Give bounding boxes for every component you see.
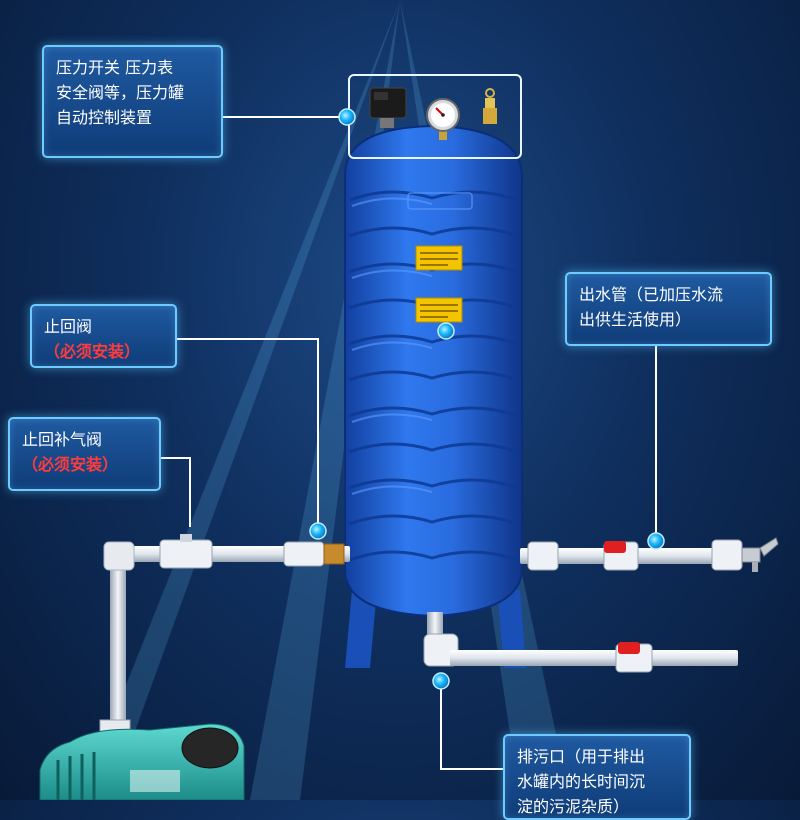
callout-outlet-line-1: 出水管（已加压水流 bbox=[579, 285, 724, 304]
tank-warning-labels bbox=[415, 245, 463, 323]
callout-control-line-2: 安全阀等，压力罐 bbox=[56, 83, 185, 102]
callout-drain-outlet: 排污口（用于排出 水罐内的长时间沉 淀的污泥杂质） bbox=[503, 734, 691, 820]
callout-drain-line-1: 排污口（用于排出 bbox=[517, 747, 646, 766]
check-air-valve bbox=[159, 534, 213, 569]
pressure-tank bbox=[344, 124, 523, 618]
callout-control-line-1: 压力开关 压力表 bbox=[56, 58, 174, 77]
tank-legs bbox=[345, 590, 526, 668]
outlet-pipe bbox=[520, 539, 743, 571]
callout-air-check-valve: 止回补气阀 （必须安装） bbox=[8, 417, 161, 491]
pressure-gauge-icon bbox=[426, 98, 460, 140]
faucet-icon bbox=[741, 537, 779, 572]
pressure-switch-icon bbox=[369, 87, 407, 128]
callout-check-valve-note: （必须安装） bbox=[44, 342, 141, 361]
tank-highlights bbox=[351, 197, 433, 495]
connector-lines bbox=[160, 116, 657, 770]
callout-outlet-line-2: 出供生活使用） bbox=[579, 310, 692, 329]
callout-drain-line-2: 水罐内的长时间沉 bbox=[517, 772, 646, 791]
callout-drain-line-3: 淀的污泥杂质） bbox=[517, 797, 630, 816]
drain-pipe bbox=[423, 612, 738, 673]
callout-air-valve-title: 止回补气阀 bbox=[22, 430, 103, 449]
connector-dots bbox=[309, 108, 665, 690]
callout-check-valve: 止回阀 （必须安装） bbox=[30, 304, 177, 368]
safety-valve-icon bbox=[483, 88, 497, 124]
water-pump bbox=[39, 719, 245, 800]
callout-check-valve-title: 止回阀 bbox=[44, 317, 93, 336]
tank-emblem bbox=[407, 192, 473, 210]
callout-control-device: 压力开关 压力表 安全阀等，压力罐 自动控制装置 bbox=[42, 45, 223, 158]
callout-outlet-pipe: 出水管（已加压水流 出供生活使用） bbox=[565, 272, 772, 346]
check-valve bbox=[283, 541, 345, 567]
callout-air-valve-note: （必须安装） bbox=[22, 455, 119, 474]
pressure-tank-diagram bbox=[39, 0, 779, 800]
callout-control-line-3: 自动控制装置 bbox=[56, 108, 153, 127]
